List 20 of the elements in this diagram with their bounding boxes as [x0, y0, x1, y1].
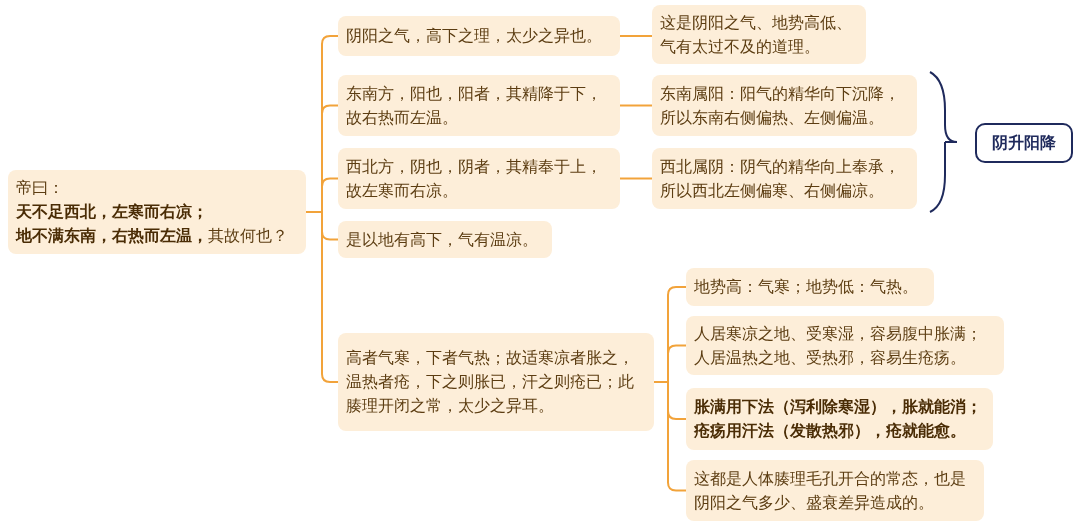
question-text: 天不足西北，左寒而右凉； — [16, 201, 209, 223]
topic-box: 这是阴阳之气、地势高低、气有太过不及的道理。 — [652, 5, 866, 64]
topic-box: 人居寒凉之地、受寒湿，容易腹中胀满；人居温热之地、受热邪，容易生疮疡。 — [686, 316, 1004, 375]
connector-line — [619, 104, 653, 107]
topic-box: 西北属阴：阴气的精华向上奉承，所以西北左侧偏寒、右侧偏凉。 — [652, 148, 917, 209]
topic-box: 这都是人体腠理毛孔开合的常态，也是阴阳之气多少、盛衰差异造成的。 — [686, 460, 984, 521]
connector-line — [619, 35, 653, 37]
speaker-label: 帝曰： — [16, 177, 65, 199]
topic-box: 胀满用下法（泻利除寒湿），胀就能消；疮疡用汗法（发散热邪），疮就能愈。 — [686, 388, 993, 450]
topic-box: 西北方，阴也，阴者，其精奉于上，故左寒而右凉。 — [338, 148, 620, 209]
connector-line — [619, 177, 653, 180]
question-text: 地不满东南，右热而左温，其故何也？ — [16, 225, 289, 247]
topic-box: 东南属阳：阳气的精华向下沉降，所以东南右侧偏热、左侧偏温。 — [652, 75, 917, 136]
summary-box: 阴升阳降 — [975, 123, 1073, 163]
topic-box: 是以地有高下，气有温凉。 — [338, 221, 552, 258]
root-box — [8, 170, 306, 254]
topic-box: 高者气寒，下者气热；故适寒凉者胀之，温热者疮，下之则胀已，汗之则疮已；此腠理开闭之常，太少之异耳。 — [338, 333, 654, 431]
topic-box: 地势高：气寒；地势低：气热。 — [686, 268, 934, 306]
topic-box: 阴阳之气，高下之理，太少之异也。 — [338, 16, 620, 56]
topic-box: 东南方，阳也，阳者，其精降于下，故右热而左温。 — [338, 75, 620, 136]
